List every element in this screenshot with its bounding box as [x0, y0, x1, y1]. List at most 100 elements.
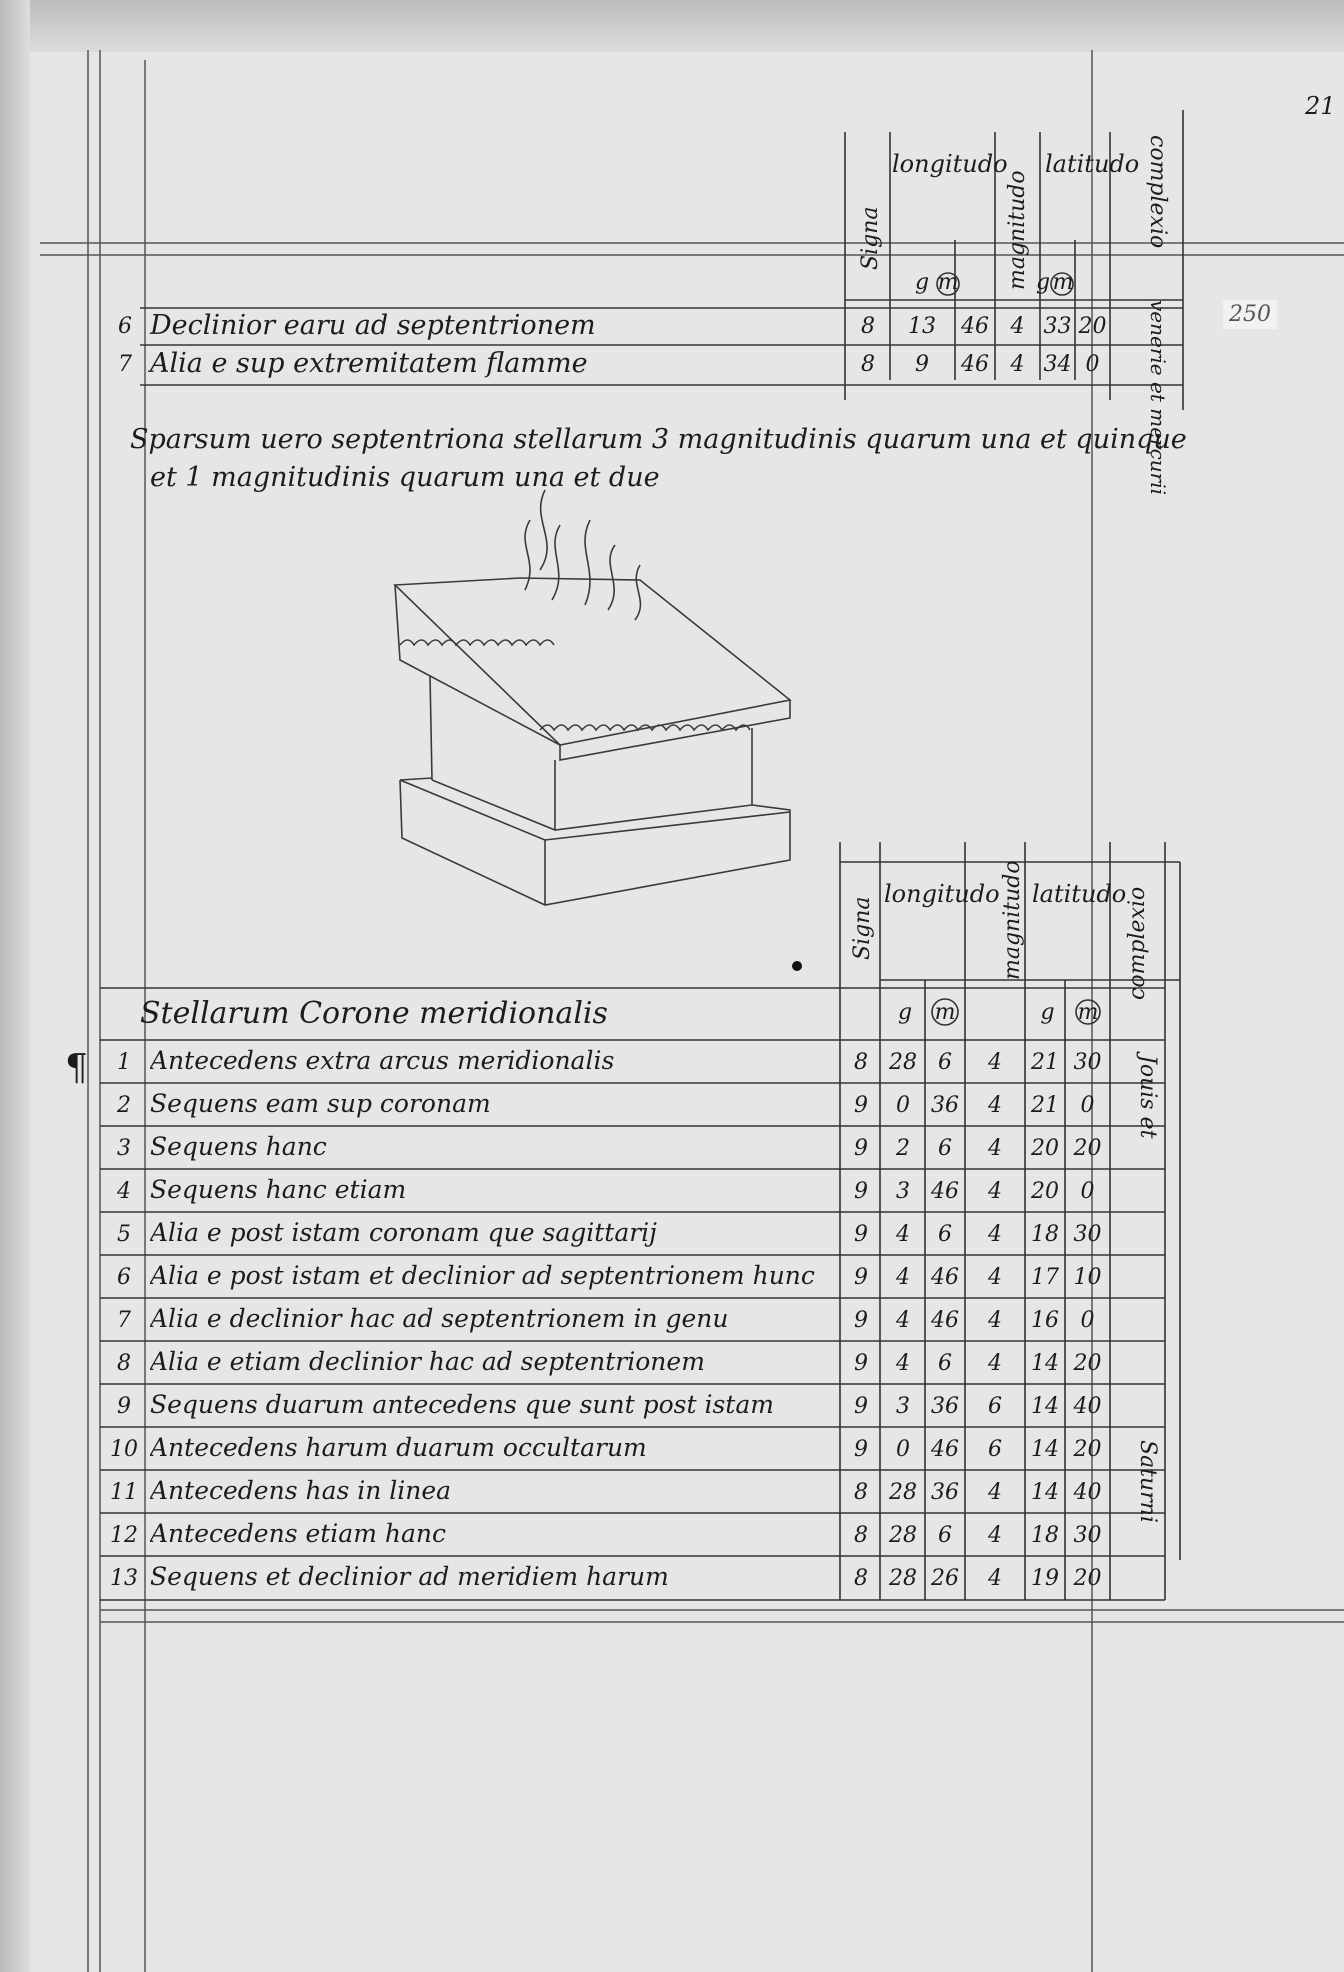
row-text: Sequens hanc etiam — [150, 1175, 407, 1204]
cell-lat-m: 10 — [1073, 1265, 1102, 1290]
cell-lat-m: 30 — [1073, 1050, 1102, 1075]
row-text: Alia e post istam coronam que sagittarij — [150, 1218, 657, 1247]
cell-lat-g: 21 — [1031, 1050, 1059, 1075]
cell-signa: 9 — [854, 1265, 868, 1290]
cell-m: 36 — [931, 1394, 959, 1419]
row-index: 10 — [110, 1437, 138, 1462]
row-text: Sequens hanc — [150, 1132, 327, 1161]
cell-signa: 8 — [854, 1050, 868, 1075]
cell-m: 46 — [931, 1437, 959, 1462]
cell-magnitudo: 4 — [988, 1523, 1002, 1548]
cell-signa: 9 — [854, 1308, 868, 1333]
cell-magnitudo: 4 — [988, 1222, 1002, 1247]
cell-g: 4 — [896, 1308, 910, 1333]
cell-g: 9 — [915, 352, 929, 377]
table2-header-complexio: complexio — [1125, 886, 1150, 1000]
cell-magnitudo: 4 — [988, 1265, 1002, 1290]
cell-magnitudo: 4 — [988, 1351, 1002, 1376]
table2-sub-m2: m — [1077, 1000, 1099, 1025]
table2-side-note-2: Saturni — [1135, 1440, 1160, 1523]
cell-g: 3 — [896, 1179, 910, 1204]
table1-header-magnitudo: magnitudo — [1005, 170, 1030, 290]
cell-lat-m: 0 — [1080, 1093, 1095, 1118]
cell-g: 28 — [889, 1480, 917, 1505]
cell-lat-g: 17 — [1031, 1265, 1059, 1290]
table2-sub-m: m — [934, 1000, 956, 1025]
table1-side-note: venerie et mercurii — [1146, 300, 1170, 496]
row-index: 13 — [110, 1566, 138, 1591]
cell-lat-g: 18 — [1031, 1222, 1059, 1247]
cell-magnitudo: 6 — [988, 1437, 1002, 1462]
cell-g: 3 — [896, 1394, 910, 1419]
cell-g: 0 — [896, 1093, 910, 1118]
table2-sub-g: g — [897, 1000, 913, 1025]
cell-m: 46 — [961, 352, 989, 377]
row-index: 1 — [117, 1050, 131, 1075]
row-index: 2 — [117, 1093, 131, 1118]
cell-lat-g: 18 — [1031, 1523, 1059, 1548]
row-text: Sequens et declinior ad meridiem harum — [150, 1562, 669, 1591]
cell-signa: 9 — [854, 1093, 868, 1118]
cell-signa: 8 — [861, 352, 875, 377]
table1-sub-m2: m — [1052, 270, 1074, 295]
cell-lat-m: 20 — [1073, 1566, 1102, 1591]
row-index: 7 — [118, 352, 132, 377]
row-index: 5 — [117, 1222, 131, 1247]
table2-header-magnitudo: magnitudo — [1000, 860, 1025, 980]
page-top-edge — [0, 0, 1344, 52]
cell-signa: 8 — [854, 1523, 868, 1548]
cell-g: 4 — [896, 1351, 910, 1376]
cell-lat-m: 20 — [1073, 1437, 1102, 1462]
cell-magnitudo: 4 — [988, 1093, 1002, 1118]
row-index: 3 — [117, 1136, 131, 1161]
cell-lat-m: 0 — [1085, 352, 1100, 377]
row-index: 7 — [117, 1308, 131, 1333]
cell-g: 4 — [896, 1265, 910, 1290]
cell-lat-g: 16 — [1031, 1308, 1059, 1333]
cell-m: 6 — [938, 1136, 952, 1161]
cell-g: 2 — [896, 1136, 910, 1161]
cell-magnitudo: 4 — [988, 1179, 1002, 1204]
altar-drawing — [393, 489, 802, 971]
cell-m: 36 — [931, 1093, 959, 1118]
row-index: 4 — [117, 1179, 131, 1204]
cell-m: 6 — [938, 1222, 952, 1247]
page-left-edge — [0, 0, 30, 1972]
row-text: Sequens duarum antecedens que sunt post … — [150, 1390, 774, 1419]
cell-g: 4 — [896, 1222, 910, 1247]
cell-magnitudo: 4 — [988, 1050, 1002, 1075]
cell-g: 28 — [889, 1523, 917, 1548]
pencil-page-number: 250 — [1223, 300, 1277, 329]
row-index: 8 — [117, 1351, 131, 1376]
table1-sub-g: g — [914, 270, 930, 295]
cell-lat-m: 0 — [1080, 1308, 1095, 1333]
table1-sub-m: m — [937, 270, 959, 295]
cell-magnitudo: 4 — [988, 1566, 1002, 1591]
row-text: Declinior earu ad septentrionem — [150, 310, 596, 341]
cell-g: 0 — [896, 1437, 910, 1462]
cell-signa: 9 — [854, 1437, 868, 1462]
cell-m: 6 — [938, 1351, 952, 1376]
cell-magnitudo: 6 — [988, 1394, 1002, 1419]
cell-lat-g: 14 — [1031, 1480, 1059, 1505]
cell-lat-g: 14 — [1031, 1394, 1059, 1419]
cell-lat-g: 14 — [1031, 1351, 1059, 1376]
row-text: Alia e sup extremitatem flamme — [150, 348, 588, 379]
table2-title: Stellarum Corone meridionalis — [140, 996, 608, 1031]
cell-signa: 8 — [861, 314, 875, 339]
row-index: 6 — [117, 1265, 131, 1290]
table1-header-latitudo: latitudo — [1045, 150, 1140, 178]
row-text: Antecedens etiam hanc — [150, 1519, 446, 1548]
cell-signa: 9 — [854, 1394, 868, 1419]
table2-header-latitudo: latitudo — [1032, 880, 1127, 908]
cell-lat-m: 40 — [1073, 1394, 1102, 1419]
cell-signa: 9 — [854, 1351, 868, 1376]
row-index: 9 — [117, 1394, 131, 1419]
table1-sub-g2: g — [1035, 270, 1051, 295]
cell-magnitudo: 4 — [1010, 314, 1025, 339]
table1-header-complexio: complexio — [1145, 135, 1170, 249]
cell-lat-m: 30 — [1073, 1523, 1102, 1548]
cell-lat-m: 20 — [1078, 314, 1107, 339]
note-line-2: et 1 magnitudinis quarum una et due — [150, 462, 660, 493]
